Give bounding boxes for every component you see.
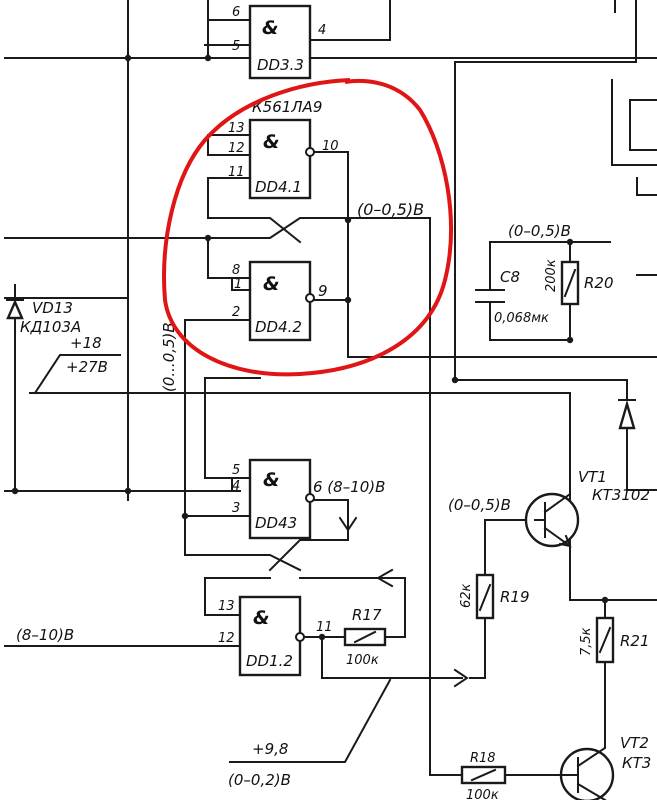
- arrow-down-icon: [338, 516, 358, 532]
- gate-dd1-2-symbol: &: [253, 607, 270, 629]
- gate-dd1-2-pin-in1: 13: [218, 599, 235, 614]
- gate-dd4-1-pin-in2: 12: [228, 141, 245, 156]
- chip-type-label: К561ЛА9: [252, 98, 322, 116]
- vertical-level-label: (0...0,5)В: [160, 322, 178, 392]
- r20-value: 200к: [544, 259, 559, 292]
- transistor-vt2: VT2 КТ3: [559, 699, 651, 800]
- gate-dd3-3-pin-in1: 6: [232, 5, 240, 20]
- gate-dd4-3-symbol: &: [263, 469, 280, 491]
- r18-value: 100к: [466, 788, 499, 800]
- arrow-right-icon: [453, 668, 469, 688]
- r21-value: 7,5к: [579, 627, 594, 656]
- dd12-input-level-label: (8–10)В: [16, 626, 74, 644]
- gate-dd1-2: & DD1.2 13 12 11: [218, 595, 333, 677]
- red-highlight-circle: [162, 78, 453, 377]
- gate-dd1-2-pin-in2: 12: [218, 631, 235, 646]
- diode-vd13: VD13 КД103А: [6, 299, 81, 336]
- resistor-r20: R20 200к: [544, 259, 614, 306]
- gate-dd3-3-pin-out: 4: [318, 23, 326, 38]
- r20-level-label: (0–0,5)В: [508, 222, 571, 240]
- bottom-voltage-label: +9,8: [252, 740, 288, 758]
- gate-dd3-3: & DD3.3 6 5 4: [232, 4, 326, 80]
- diode-right-edge: [618, 399, 636, 430]
- gate-dd4-2: & DD4.2 8 1 2 9: [232, 260, 328, 342]
- gate-dd4-2-pin-out: 9: [318, 282, 328, 300]
- vt1-base-level-label: (0–0,5)В: [448, 496, 511, 514]
- gate-dd4-3-label: DD43: [255, 514, 297, 532]
- supply-plus27-label: +27В: [66, 358, 108, 376]
- vt1-name: VT1: [578, 468, 607, 486]
- r20-name: R20: [584, 274, 614, 292]
- gate-dd4-2-pin-in3: 2: [232, 305, 240, 320]
- gate-dd4-2-label: DD4.2: [255, 318, 302, 336]
- vd13-type: КД103А: [20, 318, 81, 336]
- capacitor-c8: C8 0,068мк: [475, 268, 549, 326]
- r17-name: R17: [352, 606, 382, 624]
- gate-dd3-3-label: DD3.3: [257, 56, 304, 74]
- gate-dd3-3-symbol: &: [262, 17, 279, 39]
- vd13-name: VD13: [32, 299, 73, 317]
- gate-dd3-3-pin-in2: 5: [232, 39, 240, 54]
- supply-plus18-label: +18: [70, 334, 102, 352]
- r19-value: 62к: [459, 583, 474, 608]
- gate-dd4-1-pin-in1: 13: [228, 121, 245, 136]
- resistor-r17: R17 100к: [343, 606, 387, 668]
- bottom-level-label: (0–0,2)В: [228, 771, 291, 789]
- gate-dd4-2-pin-in1: 8: [232, 263, 240, 278]
- gate-dd4-2-pin-in2: 1: [234, 277, 242, 292]
- transistor-vt1: VT1 КТ3102: [524, 468, 650, 561]
- arrow-left-icon: [375, 568, 394, 588]
- c8-name: C8: [500, 268, 520, 286]
- vt1-type: КТ3102: [592, 486, 650, 504]
- gate-dd4-1-pin-out: 10: [322, 139, 339, 154]
- gate-dd4-2-symbol: &: [263, 273, 280, 295]
- resistor-r18: R18 100к: [460, 751, 507, 800]
- gate-dd4-3-pin-in2: 4: [232, 479, 240, 494]
- resistor-r19: R19 62к: [459, 573, 530, 620]
- r18-name: R18: [470, 751, 496, 766]
- gate-dd1-2-label: DD1.2: [246, 652, 293, 670]
- gate-dd4-1: & DD4.1 13 12 11 10: [228, 118, 339, 200]
- junction-dots: [11, 54, 609, 641]
- gate-dd4-3: & DD43 5 4 3 6 (8–10)В: [232, 458, 385, 540]
- wires: [4, 0, 657, 776]
- gate-dd4-3-pin-in3: 3: [232, 501, 240, 516]
- r17-value: 100к: [346, 653, 379, 668]
- vt2-type: КТ3: [622, 754, 651, 772]
- c8-value: 0,068мк: [494, 311, 549, 326]
- gate-dd4-1-pin-in3: 11: [228, 165, 245, 180]
- vt2-name: VT2: [620, 734, 649, 752]
- r21-name: R21: [620, 632, 650, 650]
- gate-dd4-3-pin-in1: 5: [232, 463, 240, 478]
- resistor-r21: R21 7,5к: [579, 616, 650, 664]
- gate-dd4-3-output-label: 6 (8–10)В: [313, 478, 385, 496]
- r19-name: R19: [500, 588, 530, 606]
- gate-dd4-1-symbol: &: [263, 131, 280, 153]
- gate-dd1-2-pin-out: 11: [316, 620, 333, 635]
- dd41-output-level-label: (0–0,5)В: [357, 200, 424, 219]
- gate-dd4-1-label: DD4.1: [255, 178, 302, 196]
